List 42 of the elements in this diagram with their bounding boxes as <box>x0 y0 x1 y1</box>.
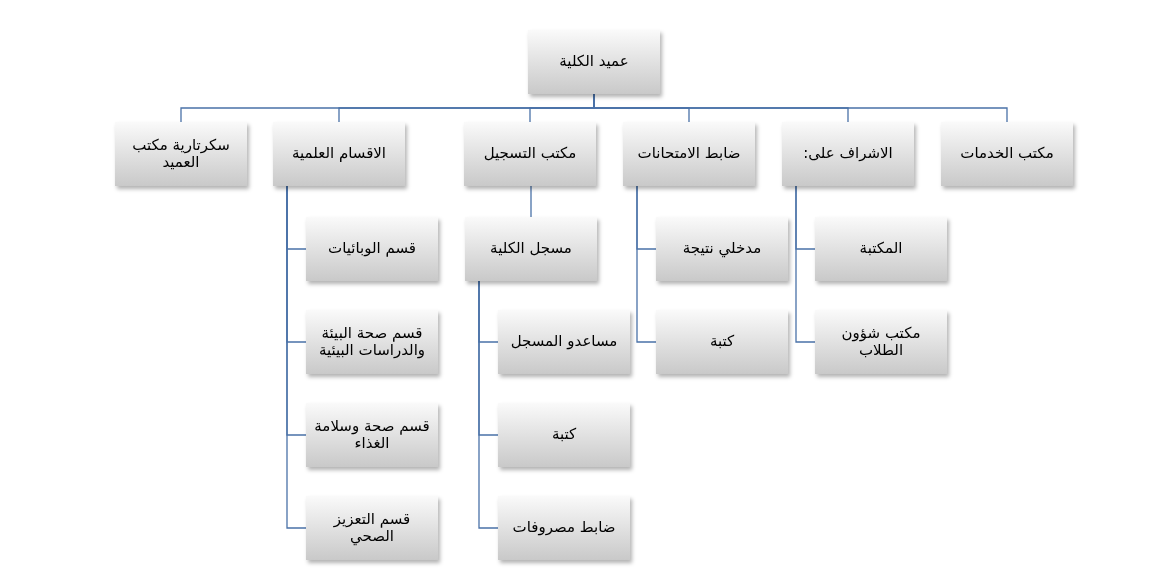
box-label: المكتبة <box>859 240 903 258</box>
org-box <box>273 122 405 186</box>
box-label: مساعدو المسجل <box>510 333 618 351</box>
org-box <box>528 30 660 94</box>
box-label: كتبة <box>709 333 735 351</box>
box-label: سكرتارية مكتب العميد <box>131 136 231 172</box>
box-label: مدخلي نتيجة <box>682 240 762 258</box>
org-box <box>656 217 788 281</box>
box-label: قسم التعزيز الصحي <box>332 510 412 546</box>
box-label: الاشراف على: <box>803 145 893 163</box>
box-label: ضابط مصروفات <box>512 519 616 537</box>
connector-line <box>478 280 499 529</box>
box-label: قسم صحة البيئة والدراسات البيئية <box>317 324 427 360</box>
box-label: ضابط الامتحانات <box>637 145 741 163</box>
org-box <box>464 122 596 186</box>
box-label: مكتب الخدمات <box>960 145 1054 163</box>
box-label: قسم صحة وسلامة الغذاء <box>314 417 430 453</box>
org-box <box>306 217 438 281</box>
box-label: قسم الوبائيات <box>328 240 416 258</box>
org-box <box>498 310 630 374</box>
org-box <box>498 403 630 467</box>
box-label: الاقسام العلمية <box>291 145 387 163</box>
org-box <box>306 310 438 374</box>
org-box <box>623 122 755 186</box>
box-label: كتبة <box>551 426 577 444</box>
box-label: مكتب شؤون الطلاب <box>840 324 922 360</box>
org-box <box>306 496 438 560</box>
org-box <box>941 122 1073 186</box>
org-box <box>815 310 947 374</box>
org-box <box>782 122 914 186</box>
org-box <box>498 496 630 560</box>
org-box <box>656 310 788 374</box>
org-box <box>115 122 247 186</box>
org-box <box>815 217 947 281</box>
org-box <box>465 217 597 281</box>
box-label: مسجل الكلية <box>490 240 572 258</box>
connector-line <box>636 185 657 343</box>
connector-line <box>795 185 816 343</box>
connector-line <box>530 185 532 218</box>
box-label: مكتب التسجيل <box>483 145 577 163</box>
org-box <box>306 403 438 467</box>
box-label: عميد الكلية <box>559 53 629 71</box>
